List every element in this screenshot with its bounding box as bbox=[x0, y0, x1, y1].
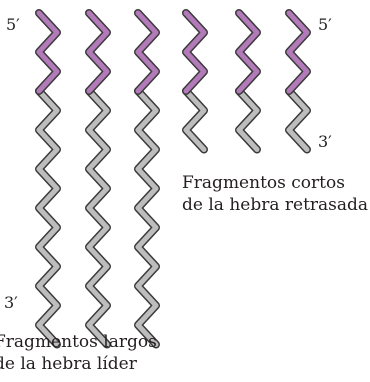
lagging-caption-line-2: de la hebra retrasada bbox=[182, 195, 369, 215]
strands-layer bbox=[35, 9, 311, 349]
lagging-strand-2-dna bbox=[235, 87, 261, 154]
three-prime-label-right: 3′ bbox=[318, 132, 332, 151]
leading-strand-1-primer bbox=[35, 9, 61, 95]
leading-caption-line-1: Fragmentos largos bbox=[0, 332, 157, 352]
lagging-strand-1-dna bbox=[182, 87, 208, 154]
leading-strand-caption: Fragmentos largos de la hebra líder bbox=[0, 331, 157, 375]
lagging-caption-line-1: Fragmentos cortos bbox=[182, 173, 345, 193]
three-prime-label-left: 3′ bbox=[4, 293, 18, 312]
leading-strand-2-primer bbox=[85, 9, 111, 95]
leading-strand-1-dna bbox=[35, 87, 61, 349]
lagging-strand-caption: Fragmentos cortos de la hebra retrasada bbox=[182, 172, 368, 216]
five-prime-label-left: 5′ bbox=[6, 15, 20, 34]
lagging-strand-2-primer bbox=[235, 9, 261, 95]
five-prime-label-right: 5′ bbox=[318, 15, 332, 34]
lagging-strand-1-primer bbox=[182, 9, 208, 95]
leading-strand-3-primer bbox=[134, 9, 160, 95]
leading-strand-2-dna bbox=[85, 87, 111, 349]
leading-caption-line-2: de la hebra líder bbox=[0, 354, 137, 374]
lagging-strand-3-primer bbox=[285, 9, 311, 95]
lagging-strand-3-dna bbox=[285, 87, 311, 154]
leading-strand-3-dna bbox=[134, 87, 160, 349]
